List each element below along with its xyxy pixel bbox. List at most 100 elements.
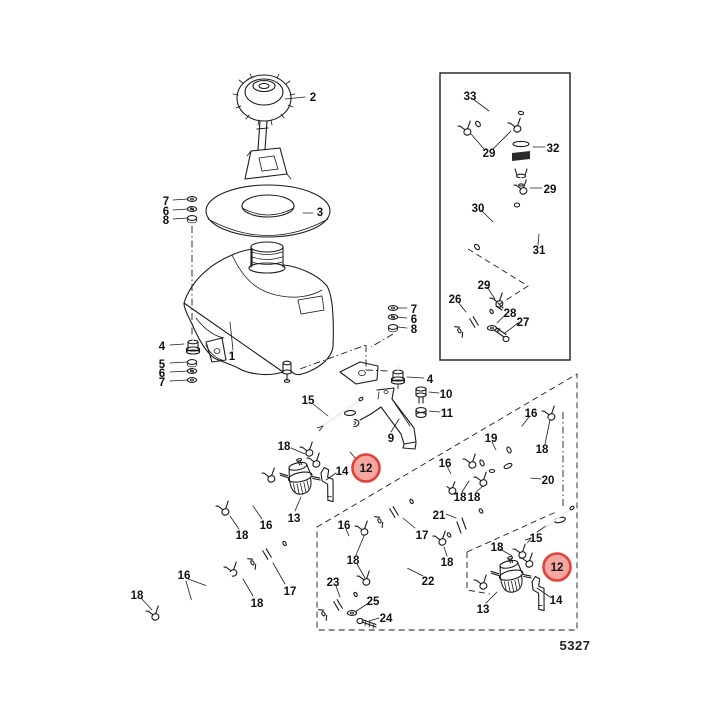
callout-7: 7 <box>159 377 165 389</box>
callout-32: 32 <box>547 143 560 155</box>
drawing-number: 5327 <box>560 638 591 653</box>
svg-text:32: 32 <box>547 143 560 155</box>
dashed-group-box <box>316 373 578 631</box>
support-bracket <box>348 387 417 450</box>
callout-12-highlighted[interactable]: 12 <box>542 552 572 582</box>
svg-text:27: 27 <box>517 317 530 329</box>
svg-text:33: 33 <box>464 91 477 103</box>
svg-text:18: 18 <box>468 492 481 504</box>
callout-4: 4 <box>427 374 434 386</box>
svg-text:14: 14 <box>550 595 563 607</box>
svg-text:8: 8 <box>411 324 418 336</box>
filler-cap <box>232 73 296 180</box>
callout-22: 22 <box>422 576 435 588</box>
svg-text:13: 13 <box>477 604 490 616</box>
callout-13: 13 <box>288 513 301 525</box>
callouts: 2376845671768410119151812141316181718161… <box>131 91 572 625</box>
svg-text:5: 5 <box>159 359 166 371</box>
callout-14: 14 <box>550 595 563 607</box>
svg-text:30: 30 <box>472 203 485 215</box>
inset-box <box>439 72 571 361</box>
svg-text:6: 6 <box>163 206 169 218</box>
callout-19: 19 <box>485 433 498 445</box>
svg-text:29: 29 <box>478 280 491 292</box>
svg-text:16: 16 <box>525 408 538 420</box>
svg-text:18: 18 <box>236 530 249 542</box>
callout-16: 16 <box>439 458 452 470</box>
svg-text:16: 16 <box>260 520 273 532</box>
callout-8: 8 <box>411 324 418 336</box>
callout-16: 16 <box>338 520 351 532</box>
callout-15: 15 <box>302 395 315 407</box>
callout-3: 3 <box>317 207 323 219</box>
svg-text:15: 15 <box>530 533 543 545</box>
svg-text:20: 20 <box>542 475 555 487</box>
svg-text:18: 18 <box>131 590 144 602</box>
svg-text:7: 7 <box>163 196 169 208</box>
callout-18: 18 <box>131 590 144 602</box>
svg-text:22: 22 <box>422 576 435 588</box>
svg-text:8: 8 <box>163 215 170 227</box>
svg-text:19: 19 <box>485 433 498 445</box>
svg-text:16: 16 <box>338 520 351 532</box>
callout-29: 29 <box>483 148 496 160</box>
alignment-lines <box>191 226 529 389</box>
svg-text:12: 12 <box>360 463 373 475</box>
svg-text:26: 26 <box>449 294 462 306</box>
foam-ring <box>205 184 331 238</box>
svg-text:21: 21 <box>433 510 446 522</box>
svg-text:4: 4 <box>159 341 166 353</box>
svg-text:28: 28 <box>504 308 517 320</box>
callout-27: 27 <box>517 317 530 329</box>
svg-text:14: 14 <box>336 466 349 478</box>
callout-12-highlighted[interactable]: 12 <box>351 453 381 483</box>
callout-8: 8 <box>163 215 170 227</box>
callout-17: 17 <box>284 586 297 598</box>
callout-33: 33 <box>464 91 477 103</box>
callout-18: 18 <box>536 444 549 456</box>
callout-25: 25 <box>367 596 380 608</box>
callout-18: 18 <box>441 557 454 569</box>
svg-text:2: 2 <box>310 92 316 104</box>
callout-17: 17 <box>416 530 429 542</box>
callout-7: 7 <box>163 196 169 208</box>
svg-text:25: 25 <box>367 596 380 608</box>
callout-14: 14 <box>336 466 349 478</box>
svg-text:18: 18 <box>536 444 549 456</box>
part-glyphs <box>0 0 575 629</box>
svg-text:29: 29 <box>544 184 557 196</box>
svg-text:18: 18 <box>278 441 291 453</box>
svg-text:7: 7 <box>159 377 165 389</box>
svg-text:16: 16 <box>439 458 452 470</box>
callout-18: 18 <box>236 530 249 542</box>
svg-text:23: 23 <box>327 577 340 589</box>
callout-1: 1 <box>229 351 236 363</box>
svg-text:9: 9 <box>388 433 394 445</box>
svg-text:6: 6 <box>411 314 417 326</box>
svg-text:6: 6 <box>159 368 165 380</box>
filler-neck <box>248 241 286 274</box>
svg-text:18: 18 <box>347 555 360 567</box>
callout-21: 21 <box>433 510 446 522</box>
callout-28: 28 <box>504 308 517 320</box>
callout-6: 6 <box>163 206 169 218</box>
svg-text:7: 7 <box>411 304 417 316</box>
svg-text:18: 18 <box>454 492 467 504</box>
callout-18: 18 <box>278 441 291 453</box>
svg-text:15: 15 <box>302 395 315 407</box>
svg-text:12: 12 <box>551 562 564 574</box>
callout-10: 10 <box>440 389 453 401</box>
callout-16: 16 <box>178 570 191 582</box>
svg-text:18: 18 <box>491 542 504 554</box>
svg-text:17: 17 <box>416 530 429 542</box>
svg-text:16: 16 <box>178 570 191 582</box>
callout-18: 18 <box>454 492 467 504</box>
svg-text:13: 13 <box>288 513 301 525</box>
callout-31: 31 <box>533 245 546 257</box>
svg-text:24: 24 <box>380 613 393 625</box>
callout-18: 18 <box>347 555 360 567</box>
callout-30: 30 <box>472 203 485 215</box>
fuel-tank <box>183 248 379 385</box>
